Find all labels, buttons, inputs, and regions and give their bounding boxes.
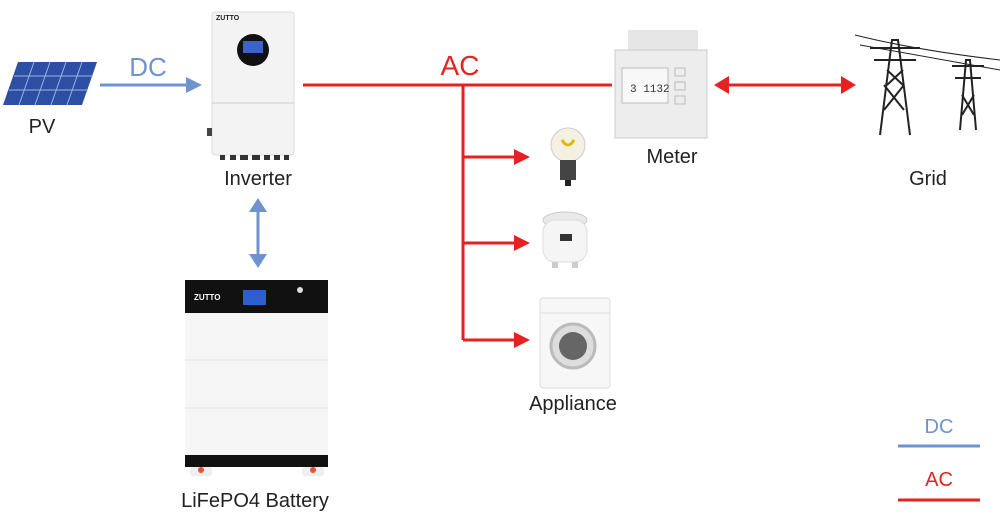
meter-label: Meter	[646, 146, 698, 168]
ac-line-label: AC	[440, 50, 480, 81]
dc-arrowhead-down	[249, 254, 267, 268]
grid-label: Grid	[909, 168, 947, 190]
washing-machine-icon	[539, 297, 611, 389]
inverter-label: Inverter	[224, 168, 292, 190]
battery-label: LiFePO4 Battery	[181, 490, 329, 512]
legend-dc-label: DC	[924, 416, 954, 438]
light-bulb-icon	[550, 127, 586, 186]
dc-arrowhead-up	[249, 198, 267, 212]
appliance-label: Appliance	[529, 393, 617, 415]
pv-label: PV	[28, 116, 56, 138]
power-tower-icon	[854, 34, 1000, 136]
battery-icon	[185, 280, 328, 476]
solar-panel-icon	[3, 61, 97, 106]
ac-branch-arrows	[463, 149, 530, 348]
inverter-icon	[207, 11, 295, 160]
svg-text:3 1132: 3 1132	[630, 84, 670, 96]
battery-brand: ZUTTO	[194, 293, 221, 302]
inverter-brand: ZUTTO	[216, 15, 240, 22]
ac-arrowhead-left	[714, 76, 729, 94]
ac-arrowhead-right	[841, 76, 856, 94]
meter-icon: 3 1132	[614, 30, 708, 139]
dc-arrowhead	[186, 77, 202, 93]
dc-line-label: DC	[129, 52, 167, 82]
rice-cooker-icon	[542, 211, 588, 268]
legend-ac-label: AC	[925, 469, 953, 491]
